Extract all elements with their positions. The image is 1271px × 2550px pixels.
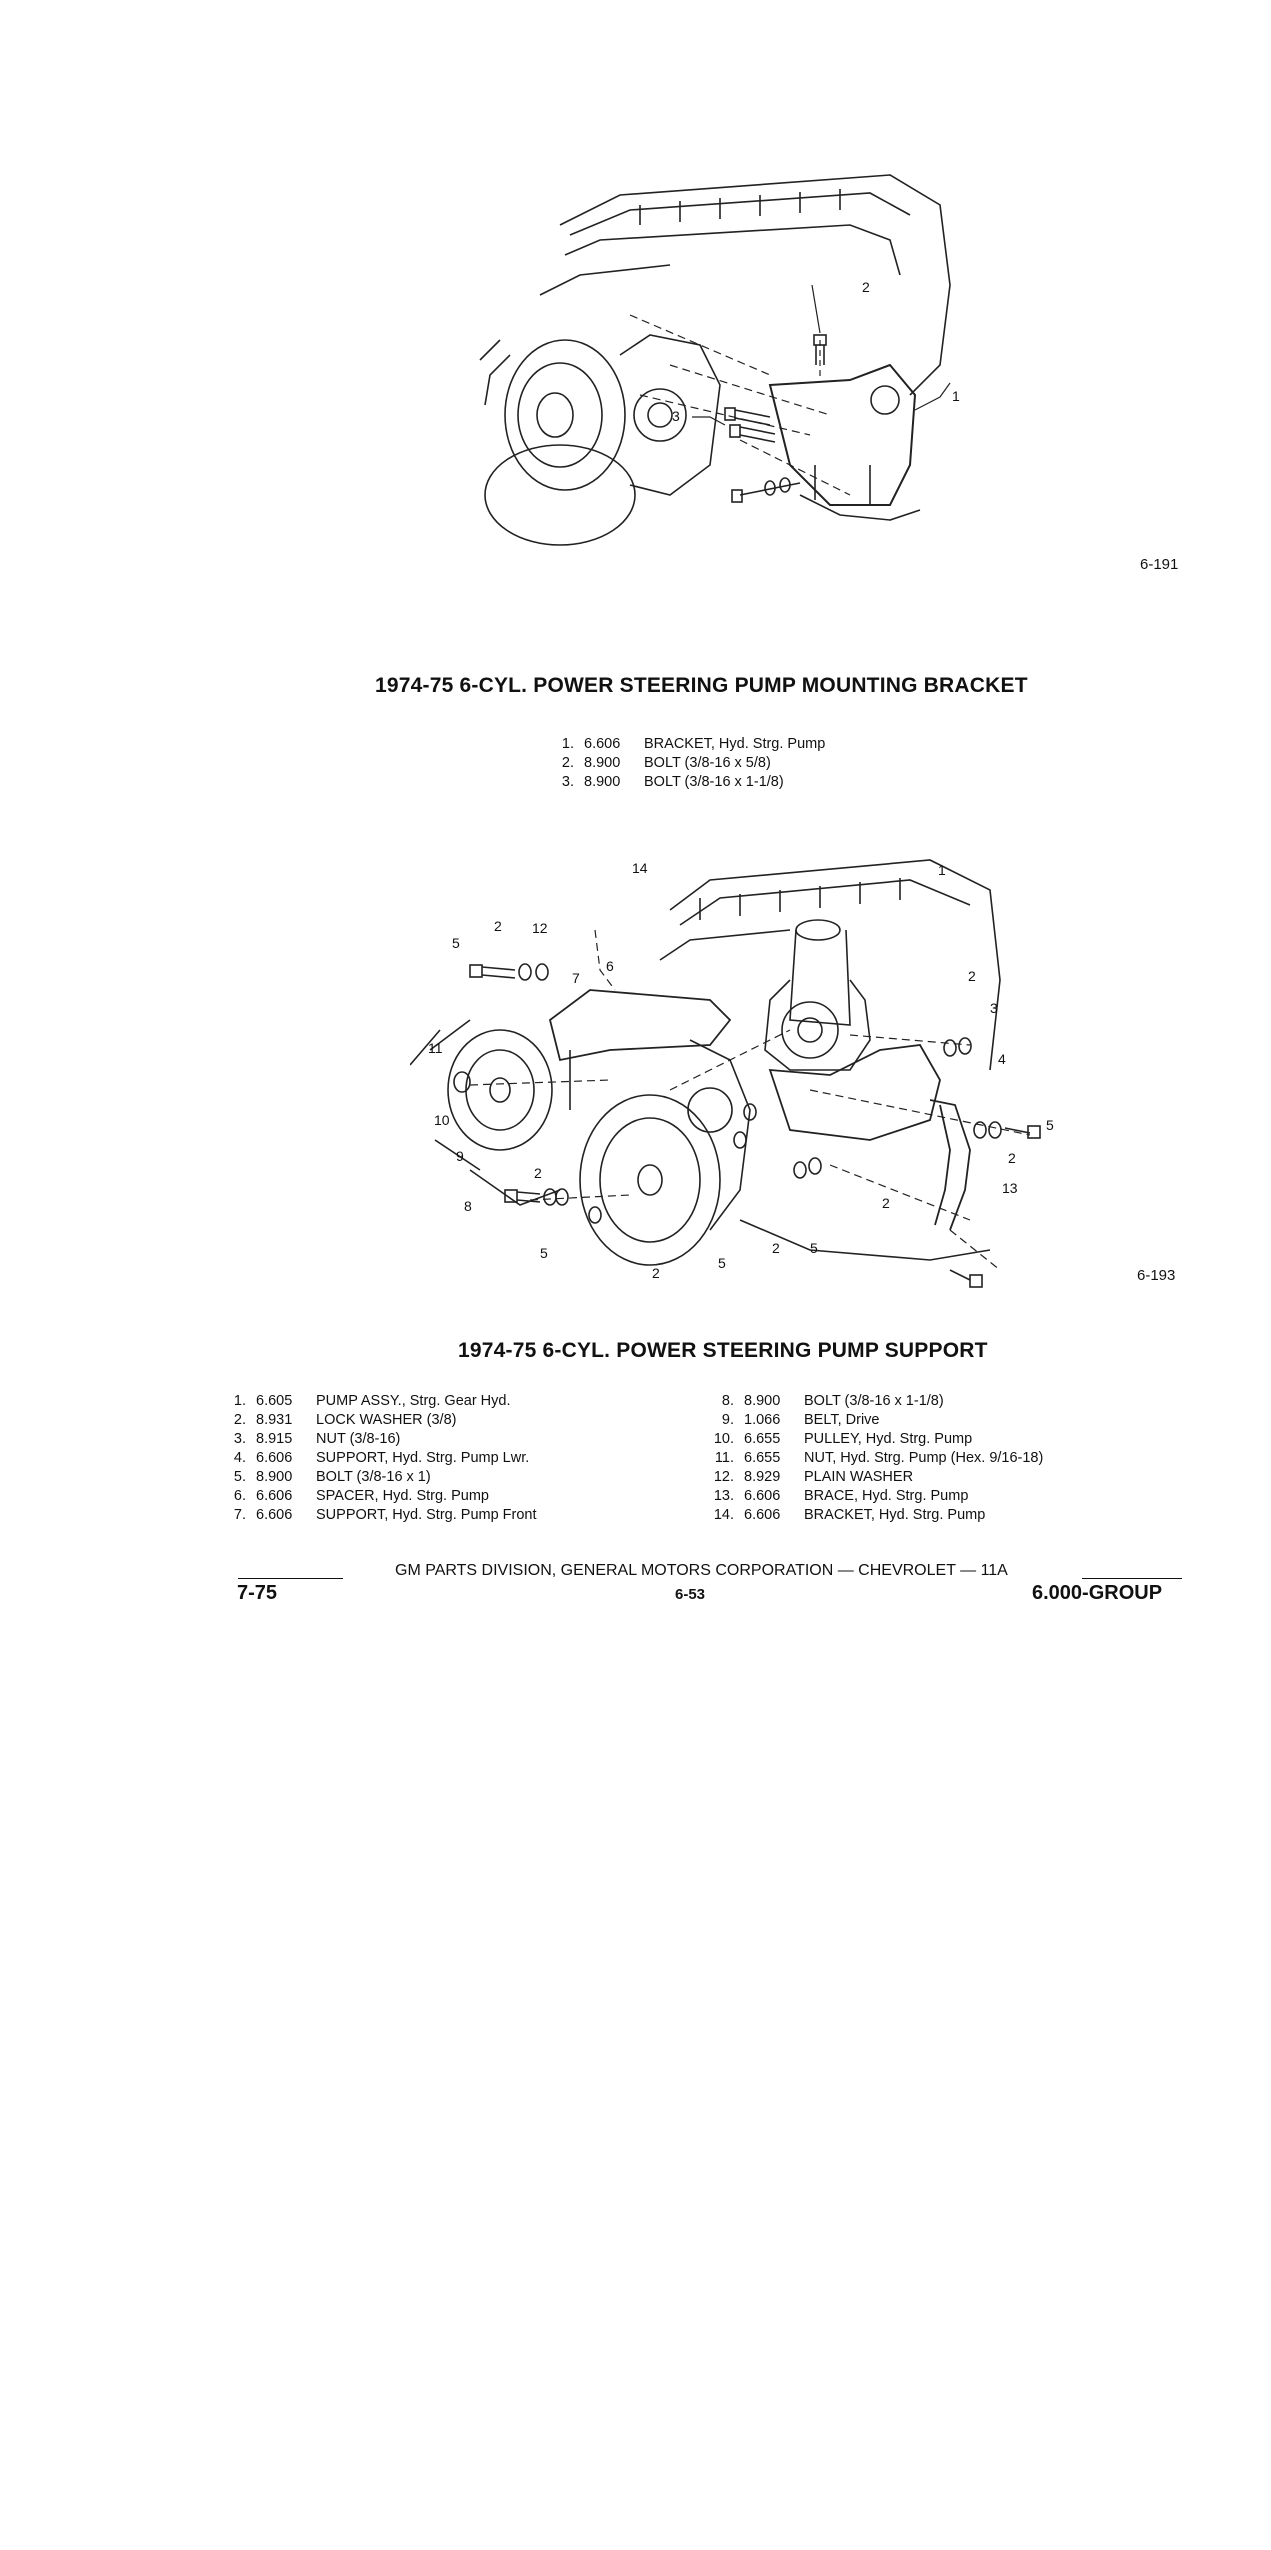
figure-2-callout-5: 5 <box>540 1245 548 1261</box>
figure-2-callout-5: 5 <box>1046 1117 1054 1133</box>
figure-2-callout-6: 6 <box>606 958 614 974</box>
figure-1-number: 6-191 <box>1140 556 1179 573</box>
figure-1-callout-3: 3 <box>672 408 680 424</box>
figure-1-callout-1: 1 <box>952 388 960 404</box>
figure-2-number: 6-193 <box>1137 1267 1176 1284</box>
figure-2-callout-2: 2 <box>968 968 976 984</box>
figure-2-callout-2: 2 <box>772 1240 780 1256</box>
figure-2-callout-14: 14 <box>632 860 648 876</box>
figure-2-callout-11: 11 <box>428 1040 443 1056</box>
figure-2-callout-2: 2 <box>882 1195 890 1211</box>
figure-1-callout-2: 2 <box>862 279 870 295</box>
footer-page-number: 6-53 <box>675 1586 706 1603</box>
figure-1-illustration <box>470 165 970 560</box>
footer-publisher: GM PARTS DIVISION, GENERAL MOTORS CORPOR… <box>395 1562 1008 1579</box>
footer-rule-left <box>238 1578 343 1579</box>
footer-date: 7-75 <box>237 1582 278 1604</box>
figure-2-callout-3: 3 <box>990 1000 998 1016</box>
figure-2-callout-2: 2 <box>1008 1150 1016 1166</box>
figure-1-title: 1974-75 6-CYL. POWER STEERING PUMP MOUNT… <box>375 674 1028 697</box>
figure-2-callout-7: 7 <box>572 970 580 986</box>
figure-2-callout-5: 5 <box>452 935 460 951</box>
figure-2-title: 1974-75 6-CYL. POWER STEERING PUMP SUPPO… <box>458 1339 988 1362</box>
footer-group: 6.000-GROUP <box>1032 1582 1163 1604</box>
figure-2-callout-4: 4 <box>998 1051 1006 1067</box>
footer-rule-right <box>1082 1578 1182 1579</box>
figure-2-callout-5: 5 <box>810 1240 818 1256</box>
figure-2-callout-12: 12 <box>532 920 548 936</box>
figure-2-callout-2: 2 <box>494 918 502 934</box>
figure-2-callout-5: 5 <box>718 1255 726 1271</box>
figure-2-callout-10: 10 <box>434 1112 450 1128</box>
figure-2-illustration <box>410 850 1070 1300</box>
figure-2-callout-2: 2 <box>652 1265 660 1281</box>
figure-2-callout-13: 13 <box>1002 1180 1018 1196</box>
figure-2-callout-2: 2 <box>534 1165 542 1181</box>
figure-2-callout-9: 9 <box>456 1148 464 1164</box>
figure-2-callout-8: 8 <box>464 1198 472 1214</box>
figure-2-callout-1: 1 <box>938 862 946 878</box>
